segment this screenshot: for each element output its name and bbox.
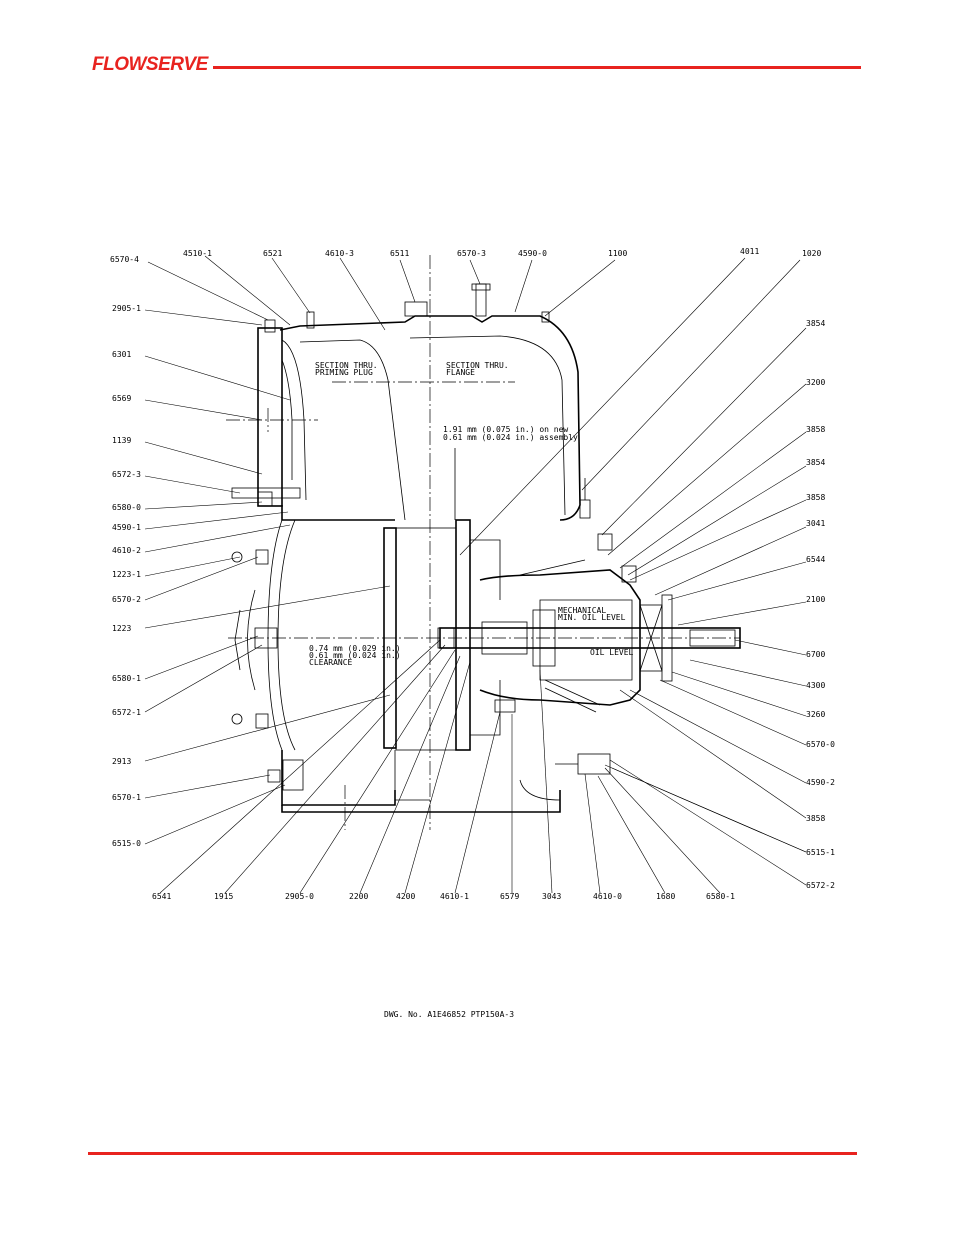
note-section-flange-1: SECTION THRU. [446, 361, 509, 370]
callout-label: 4590-2 [806, 778, 835, 787]
note-oil-level: OIL LEVEL [590, 648, 634, 657]
callout-label: 3858 [806, 493, 825, 502]
leader-lines [144, 255, 807, 894]
callout-label: 4610-1 [440, 892, 469, 901]
callout-label: 4590-0 [518, 249, 547, 258]
drawing-number: DWG. No. A1E46852 PTP150A-3 [384, 1010, 515, 1019]
callout-label: 6580-0 [112, 503, 141, 512]
callout-label: 2905-1 [112, 304, 141, 313]
note-clearance-top-1: 1.91 mm (0.075 in.) on new [443, 425, 568, 434]
note-mechanical-1: MECHANICAL [558, 606, 606, 615]
callout-label: 4200 [396, 892, 415, 901]
callout-label: 6570-1 [112, 793, 141, 802]
callout-label: 2913 [112, 757, 131, 766]
callout-label: 6579 [500, 892, 519, 901]
callout-label: 3260 [806, 710, 825, 719]
callout-label: 6515-1 [806, 848, 835, 857]
callout-label: 4510-1 [183, 249, 212, 258]
callout-label: 6521 [263, 249, 282, 258]
callout-label: 6541 [152, 892, 171, 901]
callout-label: 6515-0 [112, 839, 141, 848]
callout-label: 2200 [349, 892, 368, 901]
callout-label: 6700 [806, 650, 825, 659]
callout-label: 1223 [112, 624, 131, 633]
callout-label: 1223-1 [112, 570, 141, 579]
callout-label: 6511 [390, 249, 409, 258]
callout-label: 4610-2 [112, 546, 141, 555]
callout-label: 4300 [806, 681, 825, 690]
callout-label: 6544 [806, 555, 825, 564]
callout-label: 1139 [112, 436, 131, 445]
pump-outline [226, 255, 741, 830]
callout-label: 6570-0 [806, 740, 835, 749]
callout-label: 4011 [740, 247, 759, 256]
callout-label: 6570-4 [110, 255, 139, 264]
callout-label: 6570-3 [457, 249, 486, 258]
callout-label: 1100 [608, 249, 627, 258]
callout-label: 3858 [806, 814, 825, 823]
callout-label: 3041 [806, 519, 825, 528]
callout-label: 4610-0 [593, 892, 622, 901]
callout-label: 4590-1 [112, 523, 141, 532]
callout-label: 3043 [542, 892, 561, 901]
callout-label: 6569 [112, 394, 131, 403]
note-clearance-mid-1: 0.74 mm (0.029 in.) [309, 644, 401, 653]
callout-label: 1680 [656, 892, 675, 901]
note-clearance-mid-3: CLEARANCE [309, 658, 353, 667]
callout-label: 6301 [112, 350, 131, 359]
callout-label: 6570-2 [112, 595, 141, 604]
callout-label: 6580-1 [112, 674, 141, 683]
note-section-priming-2: PRIMING PLUG [315, 368, 373, 377]
callout-label: 1915 [214, 892, 233, 901]
callout-label: 3854 [806, 458, 825, 467]
flowserve-logo: FLOWSERVE [92, 54, 208, 75]
header-rule [213, 66, 861, 69]
footer-rule [88, 1152, 857, 1155]
note-clearance-top-2: 0.61 mm (0.024 in.) assembly [443, 433, 578, 442]
callout-label: 2100 [806, 595, 825, 604]
callout-label: 2905-0 [285, 892, 314, 901]
note-mechanical-2: MIN. OIL LEVEL [558, 613, 626, 622]
callout-label: 6572-1 [112, 708, 141, 717]
callout-label: 1020 [802, 249, 821, 258]
note-section-flange-2: FLANGE [446, 368, 475, 377]
callout-label: 3854 [806, 319, 825, 328]
callout-label: 3858 [806, 425, 825, 434]
callout-label: 3200 [806, 378, 825, 387]
note-section-priming-1: SECTION THRU. [315, 361, 378, 370]
callout-labels: 6570-4 4510-1 6521 4610-3 6511 6570-3 45… [110, 247, 835, 901]
callout-label: 4610-3 [325, 249, 354, 258]
callout-label: 6580-1 [706, 892, 735, 901]
note-clearance-mid-2: 0.61 mm (0.024 in.) [309, 651, 401, 660]
callout-label: 6572-2 [806, 881, 835, 890]
callout-label: 6572-3 [112, 470, 141, 479]
drawing-notes: SECTION THRU. PRIMING PLUG SECTION THRU.… [309, 361, 634, 667]
